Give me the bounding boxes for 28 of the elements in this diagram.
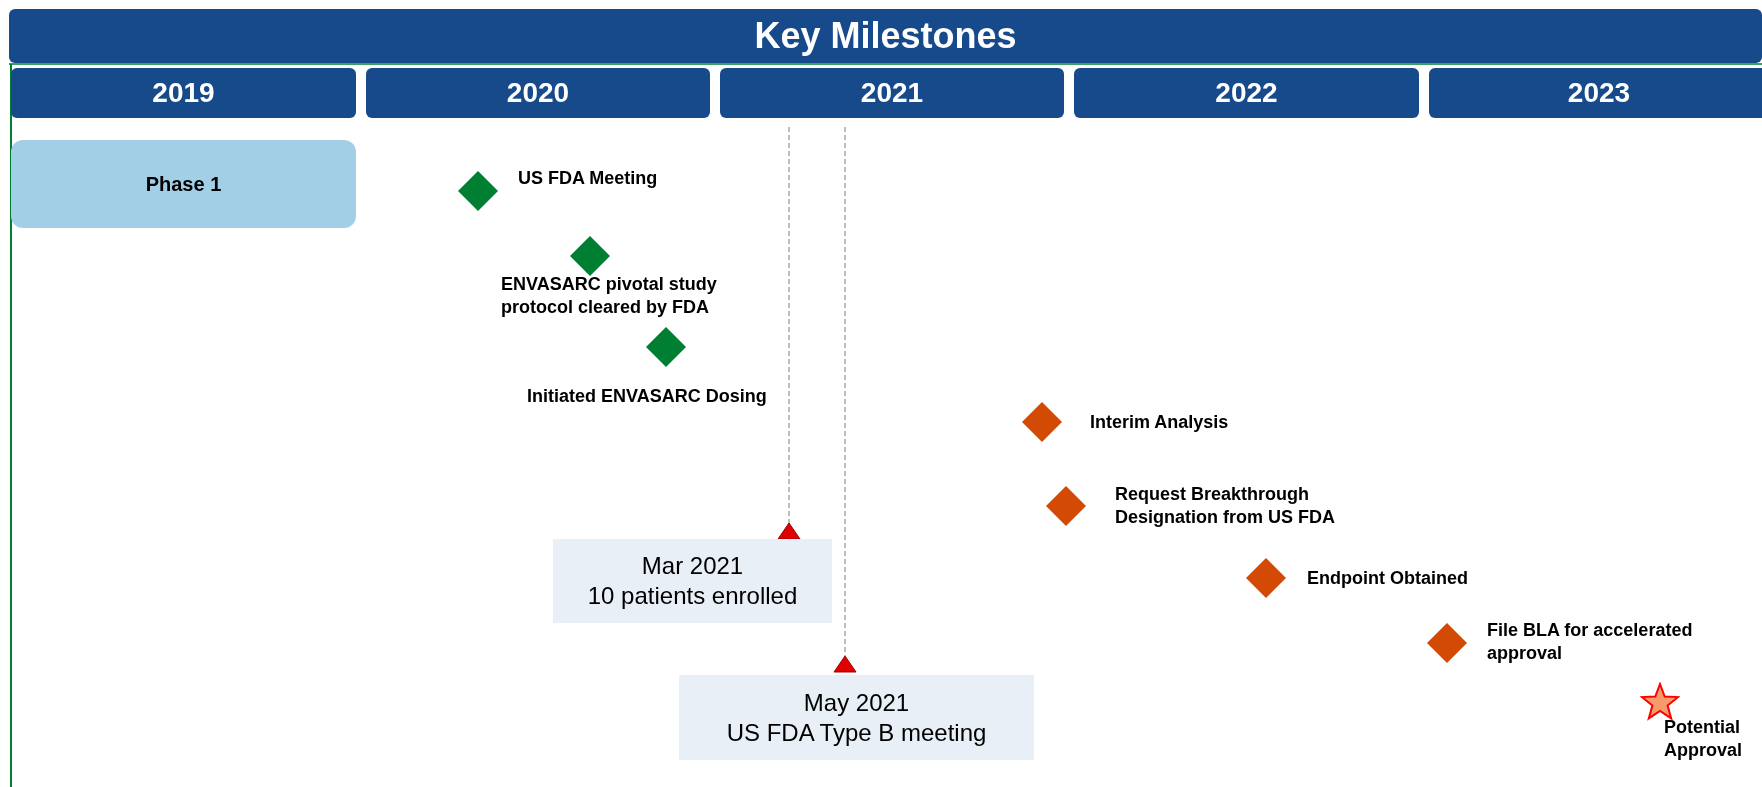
milestone-label: File BLA for accelerated approval [1487,619,1694,665]
milestone-diamond [1246,558,1286,598]
phase-bar: Phase 1 [11,140,356,228]
milestone-diamond [1427,623,1467,663]
milestone-label: Potential Approval [1664,716,1743,762]
milestone-diamond [458,171,498,211]
year-header: 2019 [11,68,356,118]
milestone-label: US FDA Meeting [518,167,658,190]
year-header: 2021 [720,68,1064,118]
callout-text: May 2021 [803,687,910,718]
year-header: 2022 [1074,68,1419,118]
callout-box [553,539,832,623]
milestone-diamond [1022,402,1062,442]
milestone-star [1640,682,1680,722]
year-header: 2020 [366,68,710,118]
milestone-label: Interim Analysis [1090,411,1229,434]
milestone-diamond [1046,486,1086,526]
milestone-label: Request Breakthrough Designation from US FDA [1115,483,1336,529]
callout-text: Mar 2021 [641,551,744,581]
callout-text: 10 patients enrolled [587,581,798,611]
milestone-label: Initiated ENVASARC Dosing [527,385,767,408]
milestone-label: Endpoint Obtained [1307,567,1468,590]
callout-text: US FDA Type B meeting [726,717,987,748]
milestone-label: ENVASARC pivotal study protocol cleared by FDA [501,273,718,319]
title-banner: Key Milestones [9,9,1762,63]
milestone-diamond [646,327,686,367]
year-header: 2023 [1429,68,1762,118]
milestone-diamond [570,236,610,276]
